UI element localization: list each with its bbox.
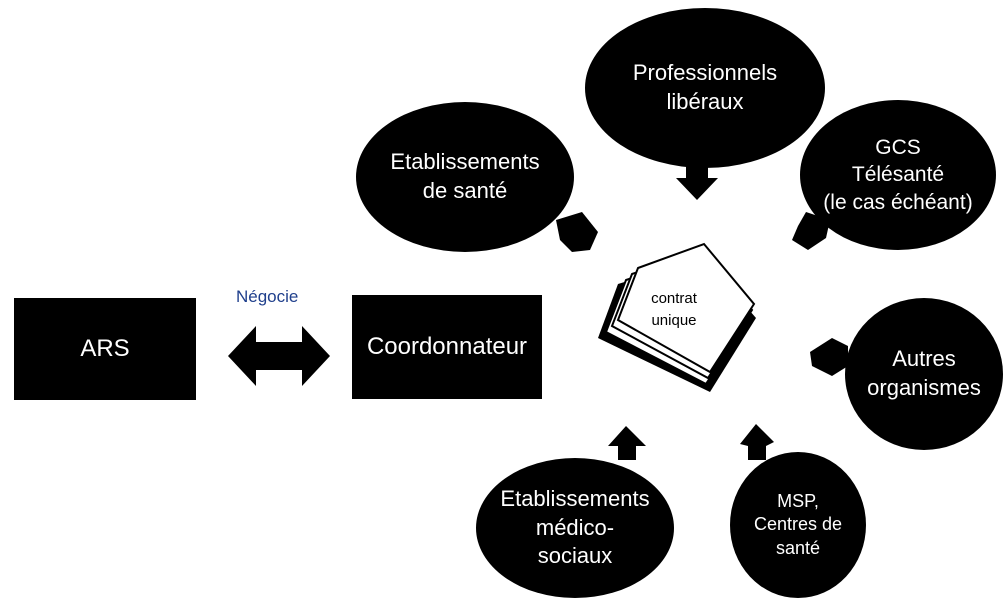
contract-line: unique [651, 311, 697, 329]
bubble-line: Etablissements [500, 486, 650, 512]
bubble-line: Autres [892, 346, 956, 372]
coordinator-box: Coordonnateur [352, 295, 542, 399]
negotiation-label: Négocie [236, 287, 299, 306]
bubble-line: Etablissements [390, 149, 540, 175]
bubble-line: libéraux [666, 89, 744, 114]
bubble-line: Centres de [753, 514, 843, 535]
ars-label: ARS [80, 335, 130, 362]
bubble-autres-organismes: Autres organismes [845, 298, 1003, 450]
bubble-msp-centres-sante: MSP, Centres de santé [730, 452, 866, 598]
bubble-line: sociaux [537, 543, 613, 569]
bubble-line: organismes [867, 375, 981, 400]
bubble-line: Professionnels [632, 60, 778, 86]
contract-line: contrat [651, 290, 697, 307]
bubble-line: santé [775, 537, 821, 558]
arrow-from-etablissements-icon [556, 212, 598, 252]
ars-box: ARS [14, 298, 196, 400]
contract-document-icon [598, 242, 756, 392]
arrow-up-from-msp-icon [740, 424, 774, 460]
bubble-line: médico- [535, 514, 615, 540]
double-arrow-icon [228, 326, 330, 386]
coordinator-label: Coordonnateur [366, 333, 528, 360]
bubble-professionnels-liberaux: Professionnels libéraux [585, 8, 825, 168]
bubble-etablissements-sante: Etablissements de santé [356, 102, 574, 252]
bubble-line: (le cas échéant) [823, 190, 973, 214]
arrow-up-from-medico-icon [608, 426, 646, 460]
bubble-gcs-telesante: GCS Télésanté (le cas échéant) [800, 100, 996, 250]
arrow-down-icon [676, 160, 718, 200]
bubble-line: de santé [422, 178, 508, 203]
bubble-line: MSP, [777, 490, 819, 511]
contract-label: contrat unique [634, 288, 714, 332]
bubble-line: Télésanté [851, 163, 945, 187]
bubble-line: GCS [875, 136, 921, 160]
bubble-etablissements-medico-sociaux: Etablissements médico- sociaux [476, 458, 674, 598]
arrow-from-gcs-icon [792, 212, 830, 250]
arrow-from-autres-icon [810, 338, 848, 376]
